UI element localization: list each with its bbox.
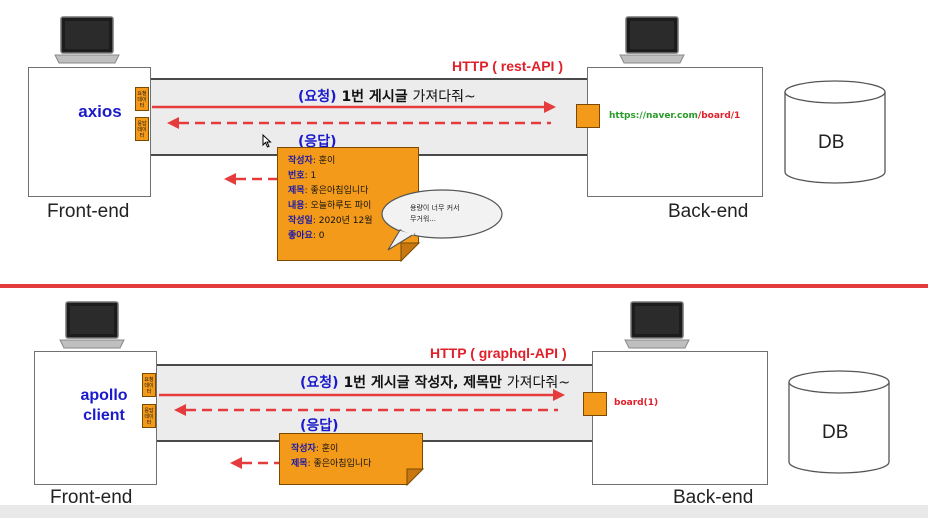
backend-box: [592, 351, 768, 485]
note-key: 제목: [291, 459, 308, 469]
request-data-tag: 요청 데이터: [135, 87, 149, 111]
note-key: 작성자: [288, 156, 313, 166]
laptop-icon: [619, 16, 685, 64]
note-value: 훈이: [321, 444, 339, 454]
request-arrow: [152, 101, 556, 113]
response-arrow: [167, 117, 551, 129]
frontend-box: [28, 67, 151, 197]
frontend-label: Front-end: [50, 487, 133, 508]
note-line: 제목: 좋은아침입니다: [291, 459, 372, 469]
frontend-label: Front-end: [47, 201, 130, 222]
request-text: (요청) 1번 게시글 작성자, 제목만 가져다줘~: [300, 372, 570, 392]
backend-label: Back-end: [673, 487, 754, 508]
client-name: axios: [78, 102, 122, 121]
bubble-line-2: 무거워...: [410, 215, 436, 223]
endpoint-label: board(1): [614, 398, 659, 408]
request-bold: 1번 게시글: [341, 89, 408, 105]
note-value: 0: [318, 231, 325, 241]
note-value: 1: [310, 171, 317, 181]
note-fold: [400, 242, 421, 263]
response-label: (응답): [298, 134, 337, 150]
note-line: 번호: 1: [288, 171, 317, 181]
request-data-tag: 요청 데이터: [142, 373, 156, 397]
response-arrow: [174, 404, 558, 416]
request-paren: (요청): [300, 375, 339, 391]
note-line: 작성일: 2020년 12월: [288, 216, 373, 226]
response-label: (응답): [300, 418, 339, 434]
http-label: HTTP ( graphql-API ): [430, 345, 567, 361]
request-paren: (요청): [298, 89, 337, 105]
request-rest: 가져다줘~: [412, 89, 476, 105]
section-divider: [0, 284, 928, 288]
client-line-1: apollo: [80, 387, 128, 404]
client-line-2: client: [83, 407, 125, 424]
backend-label: Back-end: [668, 201, 749, 222]
note-key: 제목: [288, 186, 305, 196]
cursor-icon: [262, 133, 272, 148]
note-value: 오늘하루도 파이: [310, 201, 372, 211]
note-line: 작성자: 훈이: [288, 156, 336, 166]
database-icon: [788, 370, 890, 474]
note-key: 좋아요: [288, 231, 313, 241]
note-line: 좋아요: 0: [288, 231, 325, 241]
note-line: 내용: 오늘하루도 파이: [288, 201, 372, 211]
laptop-icon: [54, 16, 120, 64]
note-line: 제목: 좋은아침입니다: [288, 186, 369, 196]
speech-bubble-icon: [381, 189, 503, 251]
request-text: (요청) 1번 게시글 가져다줘~: [298, 86, 476, 106]
endpoint-marker: [576, 104, 600, 128]
frontend-box: [34, 351, 157, 485]
db-label: DB: [822, 422, 849, 443]
request-arrow: [159, 389, 565, 401]
note-key: 작성자: [291, 444, 316, 454]
request-rest: 가져다줘~: [506, 375, 571, 391]
note-key: 작성일: [288, 216, 313, 226]
database-icon: [784, 80, 886, 184]
http-label: HTTP ( rest-API ): [452, 58, 563, 74]
laptop-icon: [59, 301, 125, 349]
note-key: 번호: [288, 171, 305, 181]
db-label: DB: [818, 132, 845, 153]
request-bold: 1번 게시글 작성자, 제목만: [343, 375, 502, 391]
bubble-line-1: 용량이 너무 커서: [410, 204, 460, 212]
note-key: 내용: [288, 201, 305, 211]
response-data-tag: 응답 데이터: [135, 117, 149, 141]
response-out-arrow: [230, 457, 284, 469]
bubble-text: 용량이 너무 커서 무거워...: [410, 203, 460, 225]
note-value: 좋은아침입니다: [313, 459, 372, 469]
http-channel: [148, 78, 590, 156]
note-value: 좋은아침입니다: [310, 186, 369, 196]
url-host: https://naver.com: [609, 111, 698, 121]
endpoint-marker: [583, 392, 607, 416]
response-data-tag: 응답 데이터: [142, 404, 156, 428]
bottom-strip: [0, 505, 928, 518]
note-fold: [406, 468, 425, 487]
client-name: apollo client: [72, 386, 136, 426]
laptop-icon: [624, 301, 690, 349]
endpoint-url: https://naver.com/board/1: [609, 111, 740, 121]
note-line: 작성자: 훈이: [291, 444, 339, 454]
note-value: 2020년 12월: [318, 216, 373, 226]
note-value: 훈이: [318, 156, 336, 166]
url-path: /board/1: [697, 111, 741, 121]
response-out-arrow: [224, 173, 278, 185]
backend-box: [587, 67, 763, 197]
